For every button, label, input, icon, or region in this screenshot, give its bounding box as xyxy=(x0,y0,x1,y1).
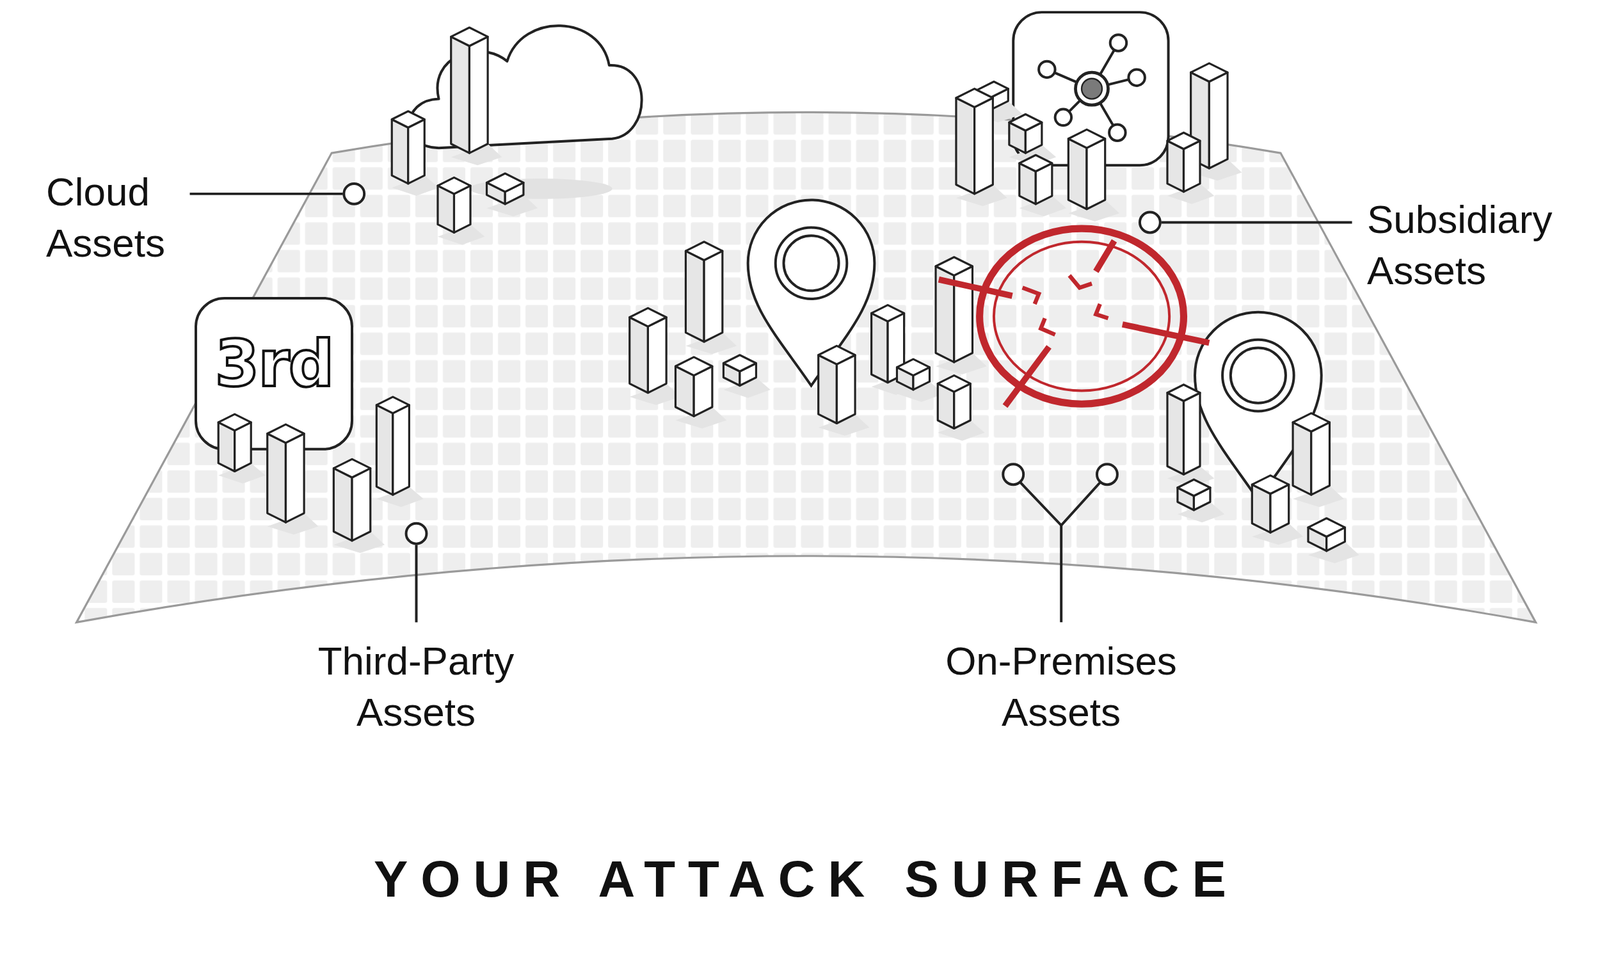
building xyxy=(723,355,770,399)
building xyxy=(218,414,265,484)
building xyxy=(391,111,439,196)
badge-text: 3rd xyxy=(215,328,333,400)
building xyxy=(818,345,870,436)
building xyxy=(376,396,424,507)
asset-label: Third-Party Assets xyxy=(294,635,538,738)
target-reticle xyxy=(938,228,1210,406)
asset-label: Subsidiary Assets xyxy=(1367,193,1598,297)
building xyxy=(956,88,1008,207)
building xyxy=(1167,132,1215,205)
building xyxy=(333,458,385,553)
building xyxy=(1308,518,1360,564)
building-blocks xyxy=(218,27,1360,564)
building xyxy=(629,307,681,405)
building xyxy=(871,305,919,395)
building xyxy=(1177,479,1225,523)
cloud-icon xyxy=(409,25,642,200)
subsidiary-network-icon xyxy=(1013,12,1168,166)
diagram-title: YOUR ATTACK SURFACE xyxy=(373,849,1240,909)
asset-label: Cloud Assets xyxy=(46,166,200,269)
building xyxy=(451,27,503,166)
building xyxy=(1068,129,1120,221)
leader-lines xyxy=(190,183,1353,623)
building xyxy=(267,424,319,535)
building xyxy=(937,375,985,441)
building xyxy=(1292,413,1344,508)
building xyxy=(1251,475,1304,545)
building xyxy=(487,173,539,217)
asset-label: On-Premises Assets xyxy=(926,635,1196,738)
third-party-badge: 3rd xyxy=(195,298,352,450)
location-pins xyxy=(748,199,1322,500)
building xyxy=(1167,384,1215,487)
building xyxy=(675,357,727,429)
building xyxy=(685,241,737,354)
building xyxy=(1019,154,1067,217)
building xyxy=(437,177,485,245)
